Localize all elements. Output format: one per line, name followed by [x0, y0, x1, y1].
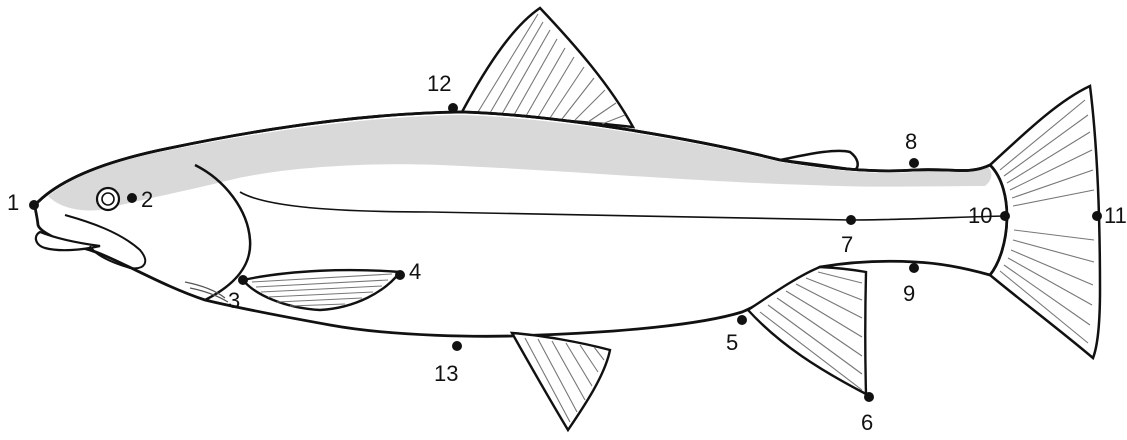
- landmark-label-8: 8: [905, 131, 917, 153]
- landmark-label-9: 9: [903, 283, 915, 305]
- landmark-point-13: [452, 341, 462, 351]
- landmark-label-11: 11: [1104, 205, 1127, 227]
- landmark-label-1: 1: [7, 192, 19, 214]
- landmark-label-10: 10: [968, 205, 992, 227]
- landmark-point-2: [127, 193, 137, 203]
- landmark-point-1: [29, 200, 39, 210]
- fish-pupil: [102, 193, 114, 205]
- landmark-label-12: 12: [427, 73, 451, 95]
- landmark-point-4: [395, 270, 405, 280]
- landmark-point-9: [909, 263, 919, 273]
- landmark-point-3: [238, 275, 248, 285]
- landmark-point-6: [864, 392, 874, 402]
- landmark-label-4: 4: [409, 261, 421, 283]
- landmark-point-7: [846, 215, 856, 225]
- landmark-label-6: 6: [861, 412, 873, 434]
- landmark-label-5: 5: [726, 332, 738, 354]
- landmark-point-5: [737, 315, 747, 325]
- landmark-label-2: 2: [141, 189, 153, 211]
- landmark-label-13: 13: [434, 363, 458, 385]
- landmark-label-7: 7: [841, 234, 853, 256]
- landmark-point-11: [1092, 211, 1102, 221]
- landmark-point-8: [909, 158, 919, 168]
- landmark-label-3: 3: [228, 290, 240, 312]
- landmark-point-10: [1000, 211, 1010, 221]
- landmark-point-12: [448, 103, 458, 113]
